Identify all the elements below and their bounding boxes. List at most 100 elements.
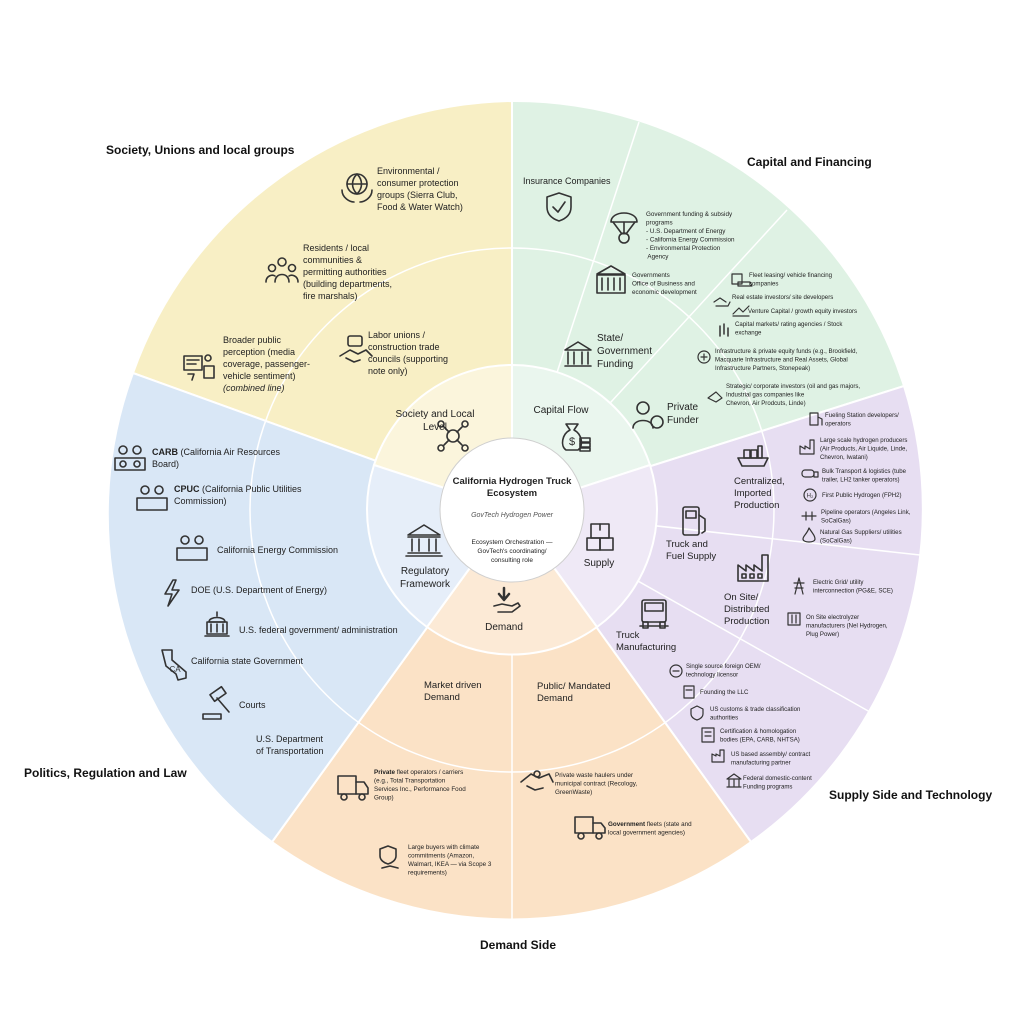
power-tower-icon bbox=[793, 577, 805, 595]
media-icon bbox=[183, 354, 215, 381]
waste-handshake-icon bbox=[520, 770, 554, 791]
item-large-scale: Large scale hydrogen producers(Air Produ… bbox=[820, 437, 907, 461]
cargo-ship-icon bbox=[737, 445, 769, 467]
item-natgas: Natural Gas Suppliers/ utilities(SoCalGa… bbox=[820, 529, 902, 545]
tanker-truck-icon bbox=[801, 469, 819, 478]
middle-ring-divider bbox=[249, 247, 775, 773]
climate-buyer-icon bbox=[379, 845, 399, 869]
lightning-icon bbox=[164, 579, 180, 607]
item-courts: Courts bbox=[239, 700, 266, 710]
center-circle bbox=[439, 437, 585, 583]
inner-label-capital: Capital Flow bbox=[533, 405, 589, 416]
inner-label-demand: Demand bbox=[485, 622, 523, 633]
item-fueling: Fueling Station developers/operators bbox=[825, 412, 899, 428]
svg-text:CA: CA bbox=[169, 665, 181, 674]
item-infrastructure: Infrastructure & private equity funds (e… bbox=[715, 348, 858, 372]
capitol-icon bbox=[204, 611, 230, 637]
item-fph2: First Public Hydrogen (FPH2) bbox=[822, 492, 902, 499]
fuel-pump-icon bbox=[682, 506, 706, 536]
pipeline-icon bbox=[801, 511, 817, 521]
government-truck-icon bbox=[574, 816, 606, 840]
investor-icon bbox=[632, 401, 664, 429]
gavel-icon bbox=[202, 685, 230, 720]
handshake-icon bbox=[339, 335, 373, 363]
real-estate-icon bbox=[713, 297, 731, 307]
h2-badge-icon: H₂ bbox=[803, 488, 817, 502]
assembly-icon bbox=[711, 749, 725, 763]
item-insurance: Insurance Companies bbox=[523, 176, 611, 186]
center-note: Ecosystem Orchestration —GovTech's coord… bbox=[472, 539, 553, 564]
title-supply: Supply Side and Technology bbox=[829, 788, 992, 802]
venture-icon bbox=[732, 305, 750, 317]
item-state-gov: California state Government bbox=[191, 656, 304, 666]
outer-titles: Society, Unions and local groups Capital… bbox=[24, 143, 992, 952]
item-federal-gov: U.S. federal government/ administration bbox=[239, 625, 398, 635]
parachute-money-icon bbox=[610, 212, 638, 244]
title-society: Society, Unions and local groups bbox=[106, 143, 295, 157]
certification-icon bbox=[701, 727, 715, 743]
cec-board-icon bbox=[176, 535, 208, 561]
llc-document-icon bbox=[683, 685, 695, 699]
money-bag-icon: $ bbox=[561, 423, 591, 452]
bank-icon bbox=[564, 341, 592, 367]
svg-text:H₂: H₂ bbox=[807, 494, 814, 500]
item-real-estate: Real estate investors/ site developers bbox=[732, 294, 833, 301]
item-strategic: Strategic/ corporate investors (oil and … bbox=[726, 383, 860, 407]
center-subtitle: GovTech Hydrogen Power bbox=[471, 512, 554, 519]
factory-icon bbox=[737, 554, 769, 582]
hands-globe-icon bbox=[341, 173, 373, 203]
california-map-icon: CA bbox=[161, 649, 187, 681]
boxes-icon bbox=[586, 523, 614, 551]
title-politics: Politics, Regulation and Law bbox=[24, 766, 187, 780]
truck-front-icon bbox=[639, 599, 669, 629]
item-doe: DOE (U.S. Department of Energy) bbox=[191, 585, 327, 595]
item-oem: Single source foreign OEM/technology lic… bbox=[686, 663, 761, 679]
courthouse-icon bbox=[405, 524, 443, 557]
supply-items: Fueling Station developers/operators Lar… bbox=[686, 412, 911, 791]
capital-items: Insurance Companies Government funding &… bbox=[523, 176, 860, 407]
oem-icon bbox=[669, 664, 683, 678]
demand-items: Private fleet operators / carriers(e.g.,… bbox=[374, 769, 692, 877]
government-building-icon bbox=[596, 265, 626, 294]
shield-check-icon bbox=[546, 192, 572, 222]
item-cec: California Energy Commission bbox=[217, 545, 338, 555]
network-people-icon bbox=[437, 420, 469, 452]
community-icon bbox=[265, 257, 299, 283]
item-llc: Founding the LLC bbox=[700, 689, 749, 696]
stock-chart-icon bbox=[719, 323, 729, 337]
item-private-fleet: Private fleet operators / carriers(e.g.,… bbox=[374, 769, 466, 802]
flame-icon bbox=[802, 527, 816, 543]
cpuc-board-icon bbox=[136, 485, 168, 511]
item-pipeline: Pipeline operators (Angeles Link,SoCalGa… bbox=[821, 509, 911, 525]
federal-funding-icon bbox=[726, 773, 742, 788]
fleet-truck-icon bbox=[337, 775, 369, 801]
